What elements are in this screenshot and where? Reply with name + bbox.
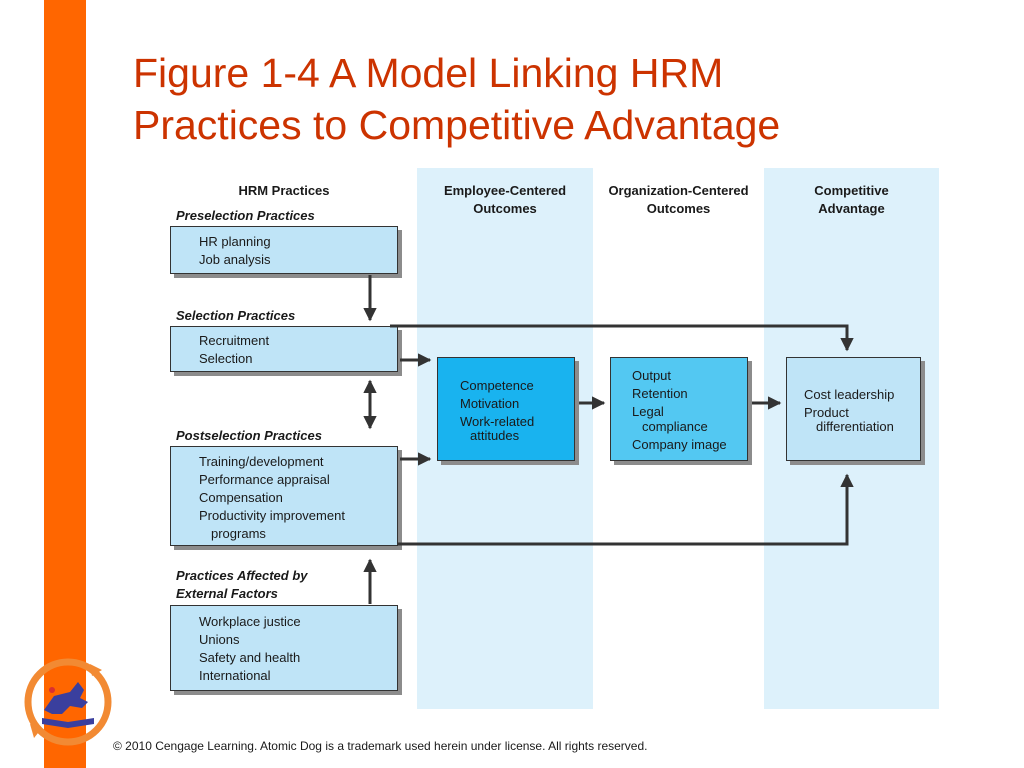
connector-selection-to-competitive	[390, 324, 854, 352]
list-item: differentiation	[816, 419, 894, 434]
external-factors-label-2: External Factors	[176, 586, 278, 601]
external-factors-box: Workplace justice Unions Safety and heal…	[170, 605, 398, 691]
list-item: compliance	[642, 419, 708, 434]
list-item: HR planning	[199, 234, 271, 249]
list-item: Motivation	[460, 396, 520, 411]
list-item: Workplace justice	[199, 614, 301, 629]
list-item: Retention	[632, 386, 688, 401]
list-item: attitudes	[470, 428, 520, 443]
list-item: Output	[632, 368, 672, 383]
competitive-advantage-header: Competitive Advantage	[814, 183, 889, 216]
list-item: programs	[211, 526, 266, 541]
list-item: Selection	[199, 351, 253, 366]
list-item: Cost leadership	[804, 387, 895, 402]
left-accent-bar	[44, 0, 86, 768]
list-item: Unions	[199, 632, 240, 647]
title-line-2: Practices to Competitive Advantage	[133, 102, 781, 148]
hrm-practices-header: HRM Practices	[238, 183, 330, 198]
list-item: International	[199, 668, 271, 683]
employee-centered-header: Employee-Centered Outcomes	[443, 183, 567, 216]
title-line-1: Figure 1-4 A Model Linking HRM	[133, 50, 724, 96]
preselection-box: HR planning Job analysis	[170, 226, 398, 274]
preselection-label: Preselection Practices	[176, 208, 315, 223]
connector-postselection-to-competitive	[398, 473, 854, 546]
selection-box: Recruitment Selection	[170, 326, 398, 372]
list-item: Recruitment	[199, 333, 270, 348]
postselection-box: Training/development Performance apprais…	[170, 446, 398, 546]
list-item: Training/development	[199, 454, 324, 469]
organization-centered-header: Organization-Centered Outcomes	[608, 183, 749, 216]
page-title: Figure 1-4 A Model Linking HRM Practices…	[133, 47, 993, 151]
list-item: Competence	[460, 378, 534, 393]
competitive-advantage-box: Cost leadership Product differentiation	[786, 357, 921, 461]
list-item: Product	[804, 405, 849, 420]
external-factors-label-1: Practices Affected by	[176, 568, 308, 583]
list-item: Job analysis	[199, 252, 271, 267]
list-item: Productivity improvement	[199, 508, 345, 523]
postselection-label: Postselection Practices	[176, 428, 322, 443]
list-item: Performance appraisal	[199, 472, 330, 487]
organization-outcomes-box: Output Retention Legal compliance Compan…	[610, 357, 748, 461]
employee-outcomes-box: Competence Motivation Work-related attit…	[437, 357, 575, 461]
list-item: Company image	[632, 437, 727, 452]
list-item: Work-related	[460, 414, 535, 429]
copyright-footer: © 2010 Cengage Learning. Atomic Dog is a…	[113, 739, 648, 753]
atomic-dog-logo-icon	[24, 658, 112, 746]
selection-label: Selection Practices	[176, 308, 296, 323]
list-item: Compensation	[199, 490, 283, 505]
list-item: Legal	[632, 404, 664, 419]
list-item: Safety and health	[199, 650, 301, 665]
